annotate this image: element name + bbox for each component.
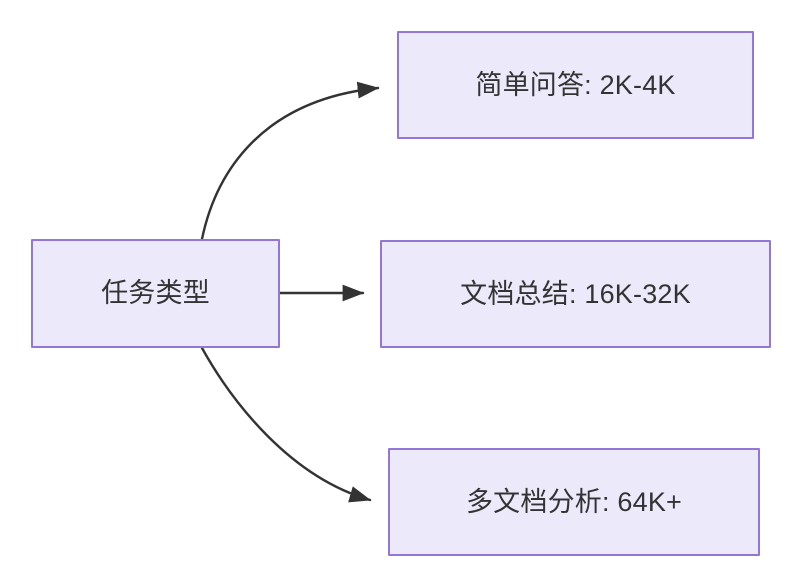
- node-simple-qa-label: 简单问答: 2K-4K: [475, 69, 676, 100]
- edge-to-simple-qa: [200, 81, 380, 241]
- node-doc-summary-label: 文档总结: 16K-32K: [460, 278, 691, 309]
- node-doc-summary[interactable]: 文档总结: 16K-32K: [380, 240, 771, 348]
- node-multi-doc-analysis-label: 多文档分析: 64K+: [465, 486, 682, 517]
- edge-to-multi-doc: [200, 346, 372, 503]
- node-simple-qa[interactable]: 简单问答: 2K-4K: [397, 31, 754, 139]
- node-multi-doc-analysis[interactable]: 多文档分析: 64K+: [388, 448, 760, 556]
- node-source-label: 任务类型: [101, 278, 210, 309]
- node-source-task-type[interactable]: 任务类型: [31, 239, 280, 348]
